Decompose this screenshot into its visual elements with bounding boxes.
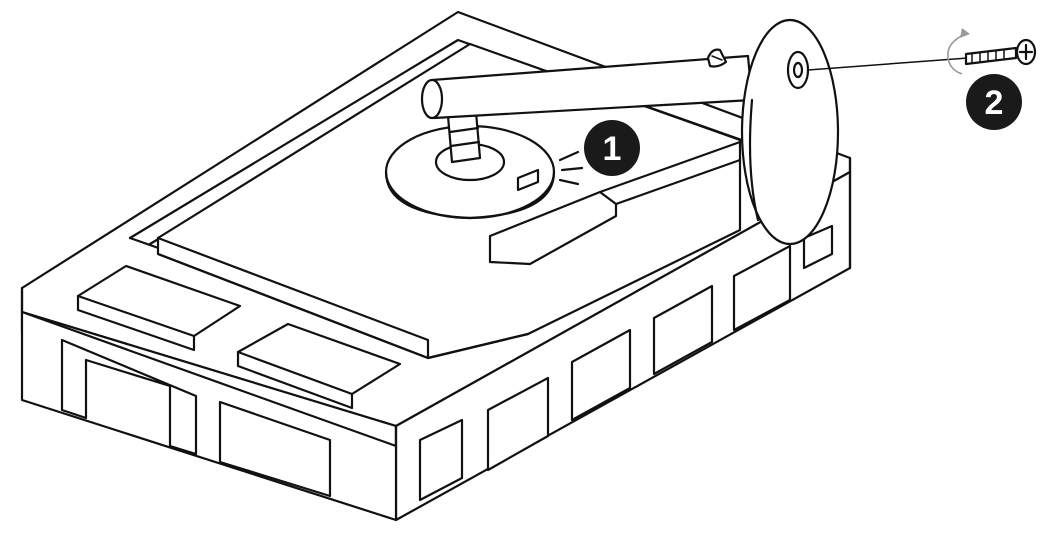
click-indicator-lines: [558, 150, 584, 186]
screw-guide-line: [807, 57, 969, 71]
rotation-arrow-icon: [947, 28, 970, 75]
stand-base-plate: [384, 124, 556, 220]
step-1-number: 1: [603, 130, 622, 168]
stand-arm: [420, 48, 754, 120]
step-2-number: 2: [985, 84, 1004, 122]
stand-foot-disc: [740, 18, 840, 246]
step-1-badge: 1: [584, 120, 640, 176]
step-2-badge: 2: [966, 74, 1022, 130]
stand-neck: [446, 110, 482, 164]
screw-icon: [964, 38, 1037, 66]
